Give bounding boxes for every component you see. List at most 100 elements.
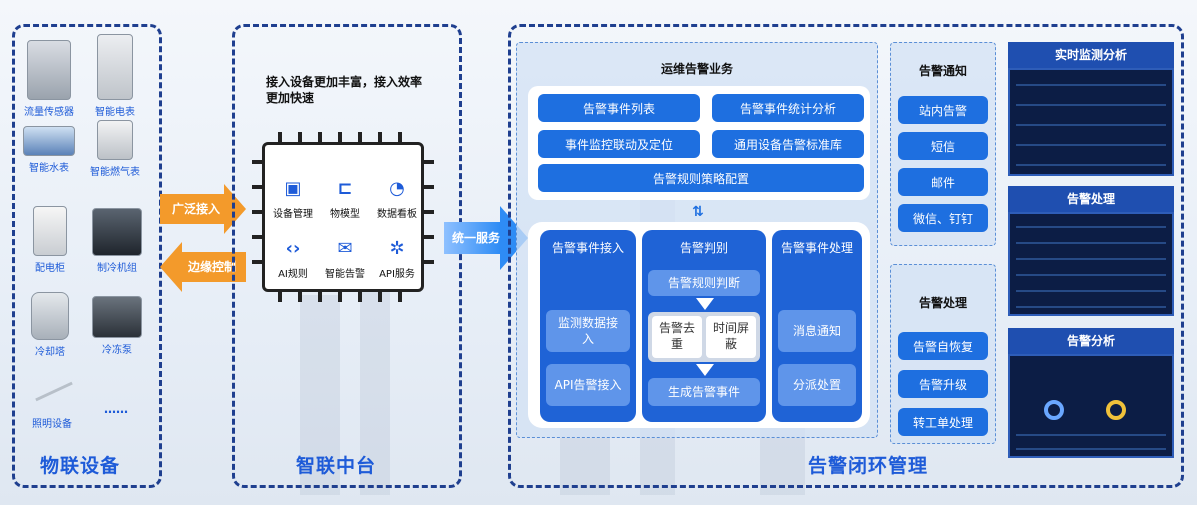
- donut-chart-icon: [1106, 400, 1126, 420]
- module-thing-model[interactable]: ⊏ 物模型: [319, 173, 371, 221]
- alarm-dedup[interactable]: 告警去重: [652, 316, 702, 358]
- chip-pin: [252, 260, 262, 264]
- alarm-judge-title: 告警判别: [679, 241, 728, 255]
- module-data-dashboard[interactable]: ◔ 数据看板: [371, 173, 423, 221]
- chip-pin: [424, 185, 434, 189]
- module-label: 智能告警: [325, 269, 365, 280]
- module-api-service[interactable]: ✲ API服务: [371, 233, 423, 281]
- screen-row: [1016, 164, 1166, 166]
- alarm-event-list-button[interactable]: 告警事件列表: [538, 94, 700, 122]
- chip-pin: [424, 235, 434, 239]
- alarm-upgrade-button[interactable]: 告警升级: [898, 370, 988, 398]
- device-water-meter[interactable]: 智能水表: [18, 126, 80, 174]
- chip-pin: [398, 132, 402, 142]
- chip-pin: [378, 292, 382, 302]
- generate-alarm-event[interactable]: 生成告警事件: [648, 378, 760, 406]
- chip-pin: [424, 260, 434, 264]
- module-label: API服务: [379, 269, 415, 280]
- platform-slogan: 接入设备更加丰富，接入效率更加快速: [266, 75, 423, 105]
- event-monitor-button[interactable]: 事件监控联动及定位: [538, 130, 700, 158]
- wide-access-label: 广泛接入: [172, 202, 221, 216]
- donut-chart-icon: [1044, 400, 1064, 420]
- module-smart-alarm[interactable]: ✉ 智能告警: [319, 233, 371, 281]
- device-gas-meter[interactable]: 智能燃气表: [84, 120, 146, 178]
- smart-meter-image: [97, 34, 133, 100]
- device-power-cabinet[interactable]: 配电柜: [22, 206, 78, 274]
- device-label: 智能电表: [95, 107, 135, 118]
- chip-pin: [378, 132, 382, 142]
- device-freezing-pump[interactable]: 冷冻泵: [86, 296, 148, 356]
- alarm-stats-button[interactable]: 告警事件统计分析: [712, 94, 864, 122]
- alarm-analysis-screenshot[interactable]: [1008, 354, 1174, 458]
- screen-row: [1016, 242, 1166, 244]
- flow-sensor-image: [27, 40, 71, 100]
- screen-row: [1016, 84, 1166, 86]
- chip-pin: [338, 292, 342, 302]
- chip-pin: [278, 292, 282, 302]
- cooling-tower-image: [31, 292, 69, 340]
- code-icon: ‹›: [285, 237, 301, 259]
- module-label: 物模型: [330, 209, 360, 220]
- device-smart-meter[interactable]: 智能电表: [86, 34, 144, 118]
- realtime-monitor-screenshot[interactable]: [1008, 68, 1174, 176]
- screen-row: [1016, 274, 1166, 276]
- realtime-monitor-title: 实时监测分析: [1008, 42, 1174, 68]
- chiller-image: [92, 208, 142, 256]
- device-label: 智能燃气表: [90, 167, 140, 178]
- self-recovery-button[interactable]: 告警自恢复: [898, 332, 988, 360]
- chip-pin: [252, 160, 262, 164]
- work-order-button[interactable]: 转工单处理: [898, 408, 988, 436]
- ops-business-title: 运维告警业务: [660, 62, 733, 76]
- wide-access-arrowhead: [224, 184, 246, 234]
- chip-pin: [298, 132, 302, 142]
- standard-library-button[interactable]: 通用设备告警标准库: [712, 130, 864, 158]
- rule-config-button[interactable]: 告警规则策略配置: [538, 164, 864, 192]
- rule-judgement[interactable]: 告警规则判断: [648, 270, 760, 296]
- monitor-data-access[interactable]: 监测数据接入: [546, 310, 630, 352]
- cpu-icon: ▣: [284, 177, 302, 199]
- device-label: 冷却塔: [35, 347, 65, 358]
- freezing-pump-image: [92, 296, 142, 338]
- device-flow-sensor[interactable]: 流量传感器: [18, 40, 80, 118]
- message-notify[interactable]: 消息通知: [778, 310, 856, 352]
- edge-control-label: 边缘控制: [188, 260, 237, 274]
- device-label: 智能水表: [29, 163, 69, 174]
- screen-row: [1016, 258, 1166, 260]
- alarm-processing-screenshot[interactable]: [1008, 212, 1174, 316]
- gauge-icon: ◔: [389, 177, 405, 199]
- network-icon: ✲: [389, 237, 405, 259]
- device-lighting[interactable]: 照明设备: [22, 372, 82, 430]
- time-mask[interactable]: 时间屏蔽: [706, 316, 756, 358]
- device-chiller[interactable]: 制冷机组: [86, 208, 148, 274]
- module-device-management[interactable]: ▣ 设备管理: [267, 173, 319, 221]
- chip-pin: [424, 160, 434, 164]
- unified-service-label: 统一服务: [452, 231, 501, 245]
- alarm-loop-title: 告警闭环管理: [808, 455, 929, 477]
- email-button[interactable]: 邮件: [898, 168, 988, 196]
- background-building: [300, 295, 340, 495]
- site-alarm-button[interactable]: 站内告警: [898, 96, 988, 124]
- chip-pin: [338, 132, 342, 142]
- device-label: 制冷机组: [97, 263, 137, 274]
- device-cooling-tower[interactable]: 冷却塔: [22, 292, 78, 358]
- dispatch-handle[interactable]: 分派处置: [778, 364, 856, 406]
- alarm-loop-panel: [508, 24, 1184, 488]
- mail-alert-icon: ✉: [337, 237, 353, 259]
- alarm-analysis-title: 告警分析: [1008, 328, 1174, 354]
- chip-pin: [358, 132, 362, 142]
- chip-pin: [318, 132, 322, 142]
- platform-chip: ▣ 设备管理 ⊏ 物模型 ◔ 数据看板 ‹› AI规则 ✉ 智能告警 ✲ API…: [262, 142, 424, 292]
- chip-pin: [252, 235, 262, 239]
- api-alarm-access[interactable]: API告警接入: [546, 364, 630, 406]
- down-arrow-icon: [696, 298, 714, 310]
- module-ai-rules[interactable]: ‹› AI规则: [267, 233, 319, 281]
- screen-row: [1016, 144, 1166, 146]
- flowchart-icon: ⊏: [337, 177, 353, 199]
- alarm-notify-title: 告警通知: [918, 64, 967, 78]
- unified-service-arrow: 统一服务: [444, 222, 500, 254]
- sms-button[interactable]: 短信: [898, 132, 988, 160]
- device-label: 流量传感器: [24, 107, 74, 118]
- water-meter-image: [23, 126, 75, 156]
- wechat-dingtalk-button[interactable]: 微信、钉钉: [898, 204, 988, 232]
- screen-row: [1016, 306, 1166, 308]
